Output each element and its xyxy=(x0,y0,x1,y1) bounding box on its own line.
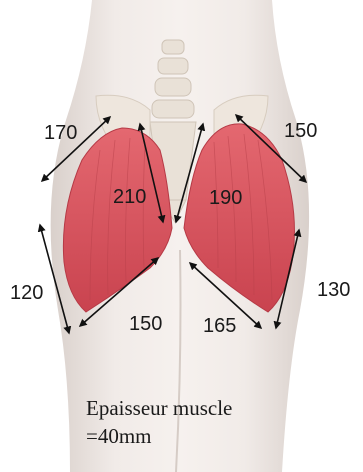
label-upper-right: 150 xyxy=(284,120,317,142)
label-lower-right: 165 xyxy=(203,315,236,337)
muscle-thickness-value: =40mm xyxy=(86,424,152,449)
label-inner-left: 210 xyxy=(113,186,146,208)
label-inner-right: 190 xyxy=(209,187,242,209)
label-lower-left: 150 xyxy=(129,313,162,335)
label-lateral-left: 120 xyxy=(10,282,43,304)
label-upper-left: 170 xyxy=(44,122,77,144)
label-lateral-right: 130 xyxy=(317,279,350,301)
muscle-thickness-note: Epaisseur muscle xyxy=(86,396,232,421)
